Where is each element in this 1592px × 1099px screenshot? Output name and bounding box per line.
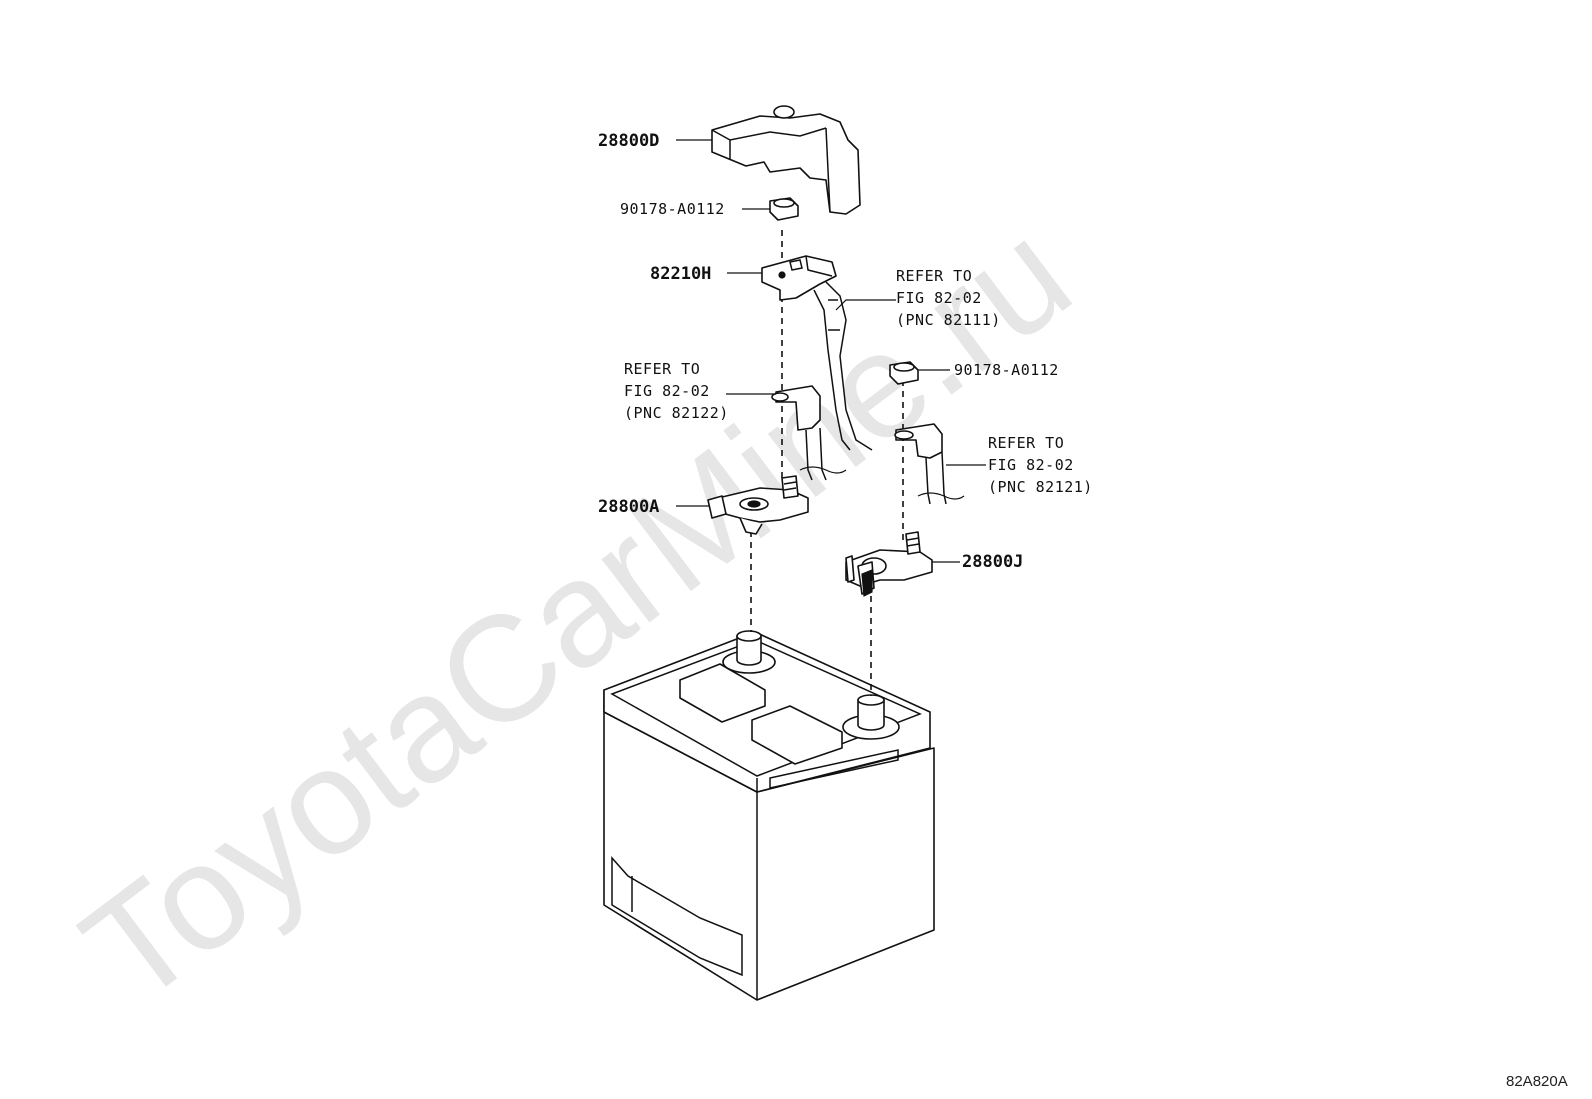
- terminal-82210H: [761, 255, 873, 451]
- cable-lug-left: [771, 385, 847, 481]
- battery-terminal-negative: [722, 630, 776, 674]
- label-82210H: 82210H: [650, 264, 711, 284]
- svg-text:FIG 82-02: FIG 82-02: [624, 382, 710, 400]
- svg-text:FIG 82-02: FIG 82-02: [896, 289, 982, 307]
- terminal-cover-28800D: [711, 105, 861, 215]
- nut-90178-right: [889, 361, 919, 385]
- label-28800A: 28800A: [598, 497, 659, 517]
- clamp-28800J: [845, 531, 933, 597]
- svg-text:REFER TO: REFER TO: [896, 267, 972, 285]
- svg-text:REFER TO: REFER TO: [624, 360, 700, 378]
- battery: [603, 630, 935, 1001]
- label-90178-right: 90178-A0112: [954, 361, 1059, 379]
- ref-note-82121: REFER TO FIG 82-02 (PNC 82121): [988, 434, 1093, 496]
- leader-lines: [676, 139, 986, 563]
- label-28800D: 28800D: [598, 131, 659, 151]
- svg-text:(PNC 82111): (PNC 82111): [896, 311, 1001, 329]
- svg-text:FIG 82-02: FIG 82-02: [988, 456, 1074, 474]
- label-28800J: 28800J: [962, 552, 1023, 572]
- cable-lug-right: [894, 423, 965, 505]
- svg-text:(PNC 82122): (PNC 82122): [624, 404, 729, 422]
- svg-text:REFER TO: REFER TO: [988, 434, 1064, 452]
- nut-90178-top: [769, 197, 799, 221]
- label-90178-top: 90178-A0112: [620, 200, 725, 218]
- diagram-code: 82A820A: [1506, 1073, 1568, 1090]
- svg-text:(PNC 82121): (PNC 82121): [988, 478, 1093, 496]
- clamp-28800A: [707, 475, 809, 535]
- ref-note-82111: REFER TO FIG 82-02 (PNC 82111): [896, 267, 1001, 329]
- ref-note-82122: REFER TO FIG 82-02 (PNC 82122): [624, 360, 729, 422]
